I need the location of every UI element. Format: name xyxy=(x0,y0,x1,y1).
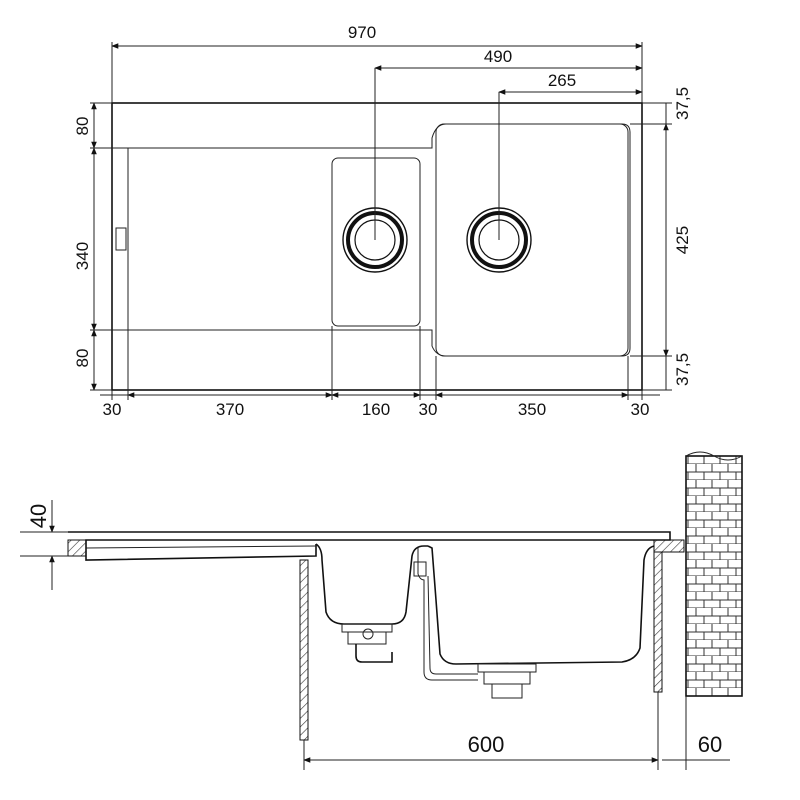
dim-drainer-width: 370 xyxy=(216,400,244,419)
small-bowl xyxy=(331,157,421,327)
dim-wall-offset: 60 xyxy=(698,732,722,757)
dim-cabinet-width: 600 xyxy=(468,732,505,757)
overflow-slot xyxy=(115,227,127,251)
dim-to-second-drain: 490 xyxy=(484,47,512,66)
dim-small-bowl-width: 160 xyxy=(362,400,390,419)
dim-to-main-drain: 265 xyxy=(548,71,576,90)
dim-rim-thickness: 40 xyxy=(26,504,51,528)
countertop-left xyxy=(67,539,87,557)
small-bowl-strainer xyxy=(341,623,393,663)
dim-bottom-offset-right: 37,5 xyxy=(673,353,692,386)
sink-rim-profile xyxy=(68,531,671,561)
large-bowl-profile xyxy=(427,545,655,665)
large-bowl-strainer xyxy=(477,663,537,699)
small-bowl-profile xyxy=(315,543,428,625)
dim-left-rim: 30 xyxy=(103,400,122,419)
dim-overall-width: 970 xyxy=(348,23,376,42)
dim-drainer-height: 340 xyxy=(73,242,92,270)
dim-right-rim: 30 xyxy=(631,400,650,419)
sink-outline xyxy=(111,102,643,391)
top-view: 970 490 265 37,5 425 37,5 80 340 80 xyxy=(73,23,692,419)
cabinet-wall-left xyxy=(299,559,309,741)
dim-large-bowl-width: 350 xyxy=(518,400,546,419)
large-bowl xyxy=(435,123,629,357)
dim-bottom-margin-left: 80 xyxy=(73,349,92,368)
brick-wall xyxy=(685,455,743,697)
dim-top-offset-right: 37,5 xyxy=(673,87,692,120)
overflow-pipe xyxy=(417,548,478,681)
countertop-right xyxy=(653,539,685,553)
dim-bowl-height: 425 xyxy=(673,226,692,254)
dim-top-margin-left: 80 xyxy=(73,117,92,136)
cabinet-wall-right xyxy=(653,551,663,693)
side-view: 40 600 60 xyxy=(20,451,743,770)
dim-divider-width: 30 xyxy=(419,400,438,419)
